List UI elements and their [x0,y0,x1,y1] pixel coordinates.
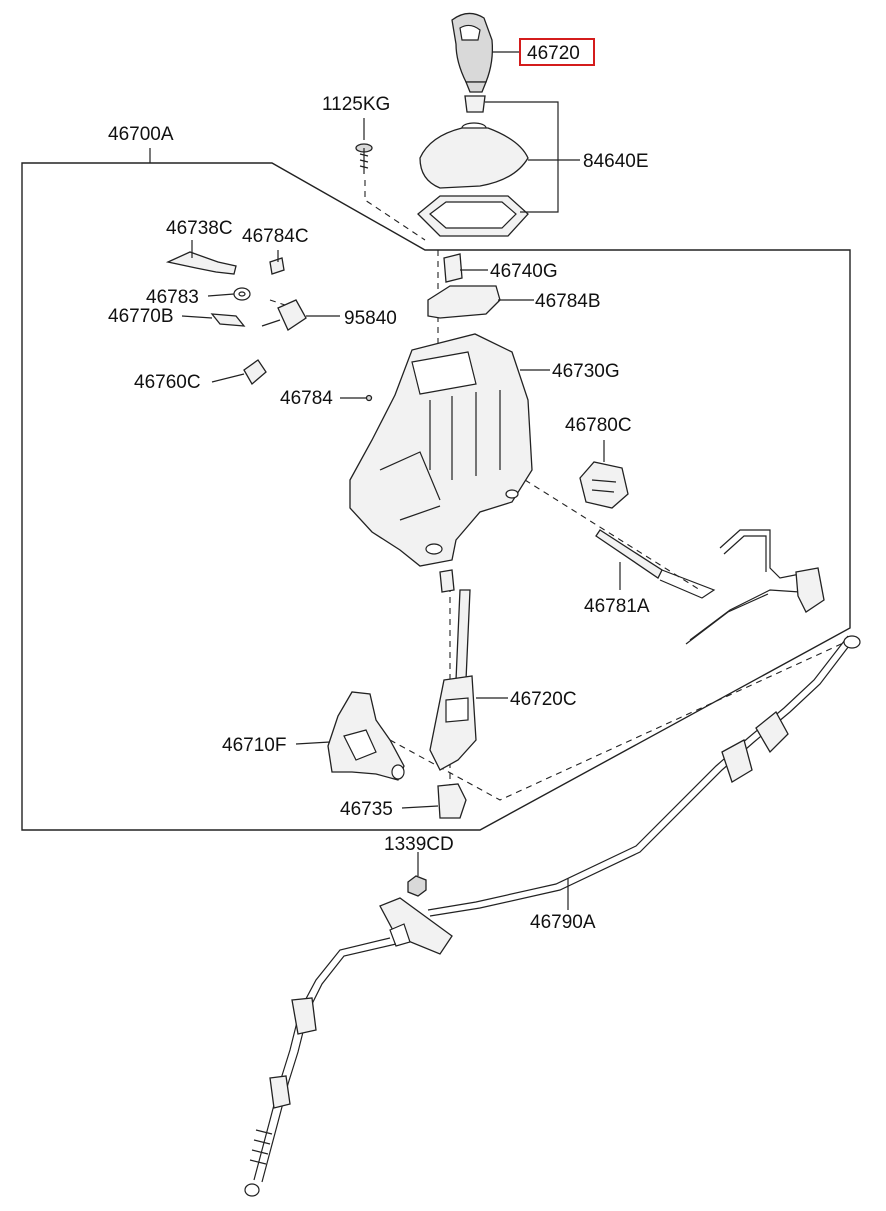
ring-46783 [233,287,251,301]
label-46740g: 46740G [490,261,558,282]
shift-lever-46720c [429,569,477,771]
clip-46735 [437,783,467,819]
assembly-frame [21,162,851,831]
detent-spring-46738c [165,251,237,275]
label-46783: 46783 [146,287,199,308]
shift-boot [417,95,529,237]
connector-46780c [579,461,629,509]
highlight-box-46720 [519,38,595,66]
bracket-46760c [243,359,267,386]
rod-46781a [595,529,716,599]
label-1125kg: 1125KG [322,94,390,115]
wire-harness [685,529,825,645]
bracket-46710f [327,691,405,781]
nut-1339cd [407,875,427,897]
screw-1125kg [355,143,373,174]
label-1339cd: 1339CD [384,834,454,855]
label-46781a: 46781A [584,596,650,617]
label-46720c: 46720C [510,689,577,710]
label-46760c: 46760C [134,372,201,393]
label-46784c: 46784C [242,226,309,247]
label-46700a: 46700A [108,124,174,145]
label-46770b: 46770B [108,306,174,327]
label-46730g: 46730G [552,361,620,382]
label-46784: 46784 [280,388,333,409]
shifter-housing-46730g [349,333,533,567]
label-84640e: 84640E [583,151,649,172]
label-46710f: 46710F [222,735,286,756]
pin-46784 [365,394,373,402]
solenoid-95840 [261,299,307,331]
label-46780c: 46780C [565,415,632,436]
lever-guide-46740g [443,253,463,283]
shift-knob [451,12,494,93]
label-46735: 46735 [340,799,393,820]
label-46790a: 46790A [530,912,596,933]
part-labels: 46720 1125KG 46700A 84640E 46738C 46784C… [108,43,650,933]
clip-46784c [269,257,285,275]
cover-46784b [427,285,501,319]
label-46784b: 46784B [535,291,601,312]
shift-cable-46790a [244,635,861,1197]
pin-46770b [210,313,246,327]
label-95840: 95840 [344,308,397,329]
label-46738c: 46738C [166,218,233,239]
label-46720: 46720 [527,43,580,64]
leader-lines [149,51,621,910]
